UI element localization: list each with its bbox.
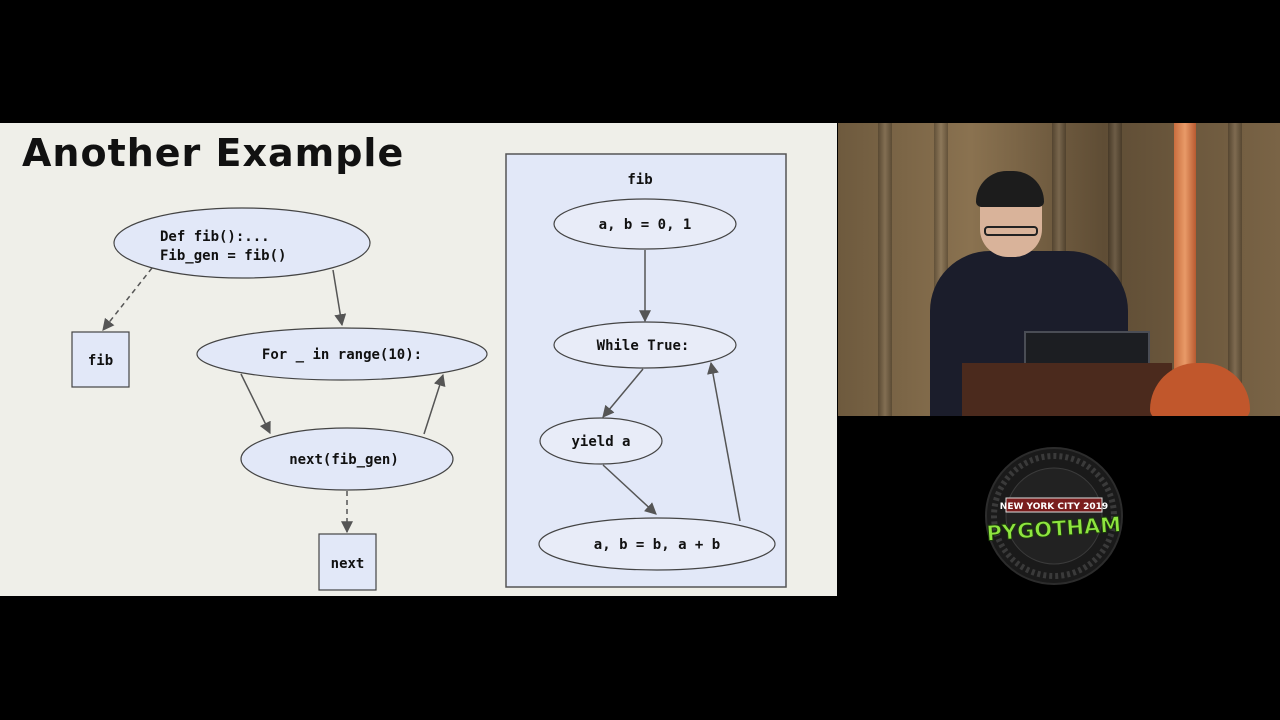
curtain-fold xyxy=(878,123,892,416)
node-init: a, b = 0, 1 xyxy=(553,198,737,250)
node-update-label: a, b = b, a + b xyxy=(594,537,720,553)
edge-update-to-while xyxy=(707,361,741,522)
node-for-label: For _ in range(10): xyxy=(262,347,422,363)
node-def-line2: Fib_gen = fib() xyxy=(160,248,286,264)
node-init-label: a, b = 0, 1 xyxy=(599,217,692,233)
node-while: While True: xyxy=(553,321,737,369)
curtain-fold xyxy=(1228,123,1242,416)
node-next-call: next(fib_gen) xyxy=(240,427,454,491)
logo-top-text: NEW YORK CITY 2019 xyxy=(1000,502,1108,512)
node-fib-box: fib xyxy=(71,331,130,388)
window-light xyxy=(1174,123,1196,416)
node-fib-label: fib xyxy=(88,353,113,369)
edge-for-to-next xyxy=(240,373,271,435)
slide-title: Another Example xyxy=(22,131,405,175)
node-yield: yield a xyxy=(539,417,663,465)
edge-next-to-for xyxy=(423,373,446,435)
flow-diagram: Def fib():... Fib_gen = fib() fib For _ … xyxy=(71,153,787,591)
node-def-fib: Def fib():... Fib_gen = fib() xyxy=(113,207,371,279)
speaker-cap xyxy=(976,171,1044,207)
edge-def-to-fib xyxy=(102,267,153,331)
edge-while-to-yield xyxy=(602,368,644,418)
node-next-box-label: next xyxy=(331,556,365,572)
cluster-fib-label: fib xyxy=(627,172,652,188)
node-update: a, b = b, a + b xyxy=(538,517,776,571)
speaker-glasses xyxy=(984,226,1038,236)
node-next-call-label: next(fib_gen) xyxy=(289,452,399,468)
presentation-slide: Another Example Def fib():... Fib_gen = … xyxy=(0,123,837,596)
node-for-loop: For _ in range(10): xyxy=(196,327,488,381)
pygotham-logo: NEW YORK CITY 2019 PYGOTHAM xyxy=(985,447,1123,585)
edge-yield-to-update xyxy=(602,464,657,515)
node-while-label: While True: xyxy=(597,338,690,354)
speaker-video xyxy=(838,123,1280,416)
node-def-line1: Def fib():... xyxy=(160,229,270,245)
node-yield-label: yield a xyxy=(571,434,630,450)
node-next-box: next xyxy=(318,533,377,591)
podium xyxy=(962,363,1172,416)
edge-def-to-for xyxy=(332,269,347,327)
